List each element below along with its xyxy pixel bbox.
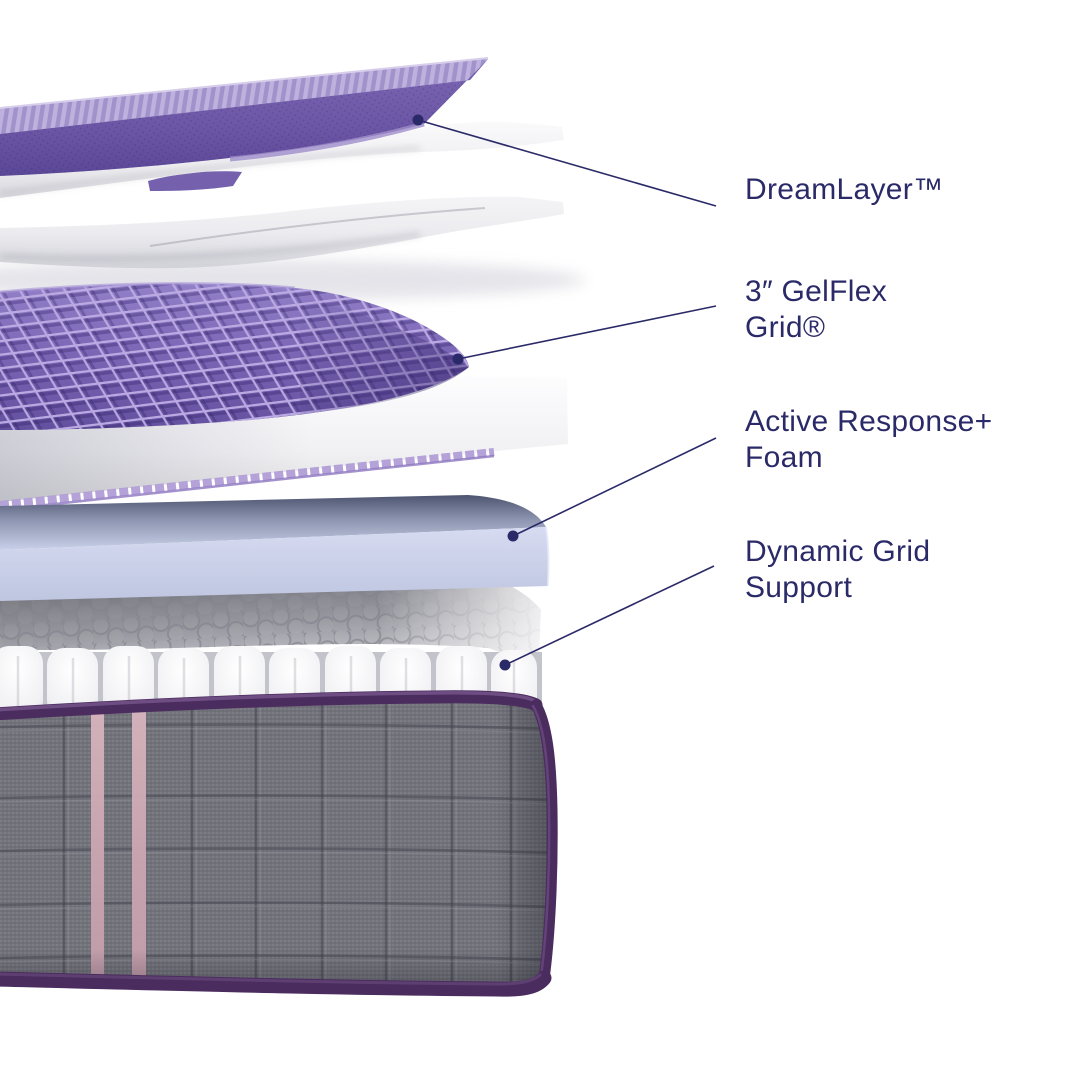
leader-line-dreamlayer [417,119,717,207]
comfort-sheet-lower [0,196,564,269]
callout-dot-gelflex-grid [452,353,464,365]
base-cover [0,690,558,997]
gelflex-fringe [0,448,495,509]
leader-line-dynamic-grid-support [504,565,715,666]
leader-line-active-response-foam [512,437,717,537]
comfort-sheet-upper [0,121,564,198]
gelflex-base-foam [0,373,568,512]
callout-dot-dreamlayer [412,114,424,126]
active-response-foam-layer [0,495,550,601]
gelflex-grid-layer [0,282,469,430]
callout-dot-dynamic-grid-support [499,659,511,671]
pink-stripes [91,700,146,990]
leader-line-gelflex-grid [457,305,717,360]
dreamlayer-layer [0,57,489,176]
piping [0,690,558,997]
dreamlayer-sliver [148,171,242,191]
callout-dot-active-response-foam [507,530,519,542]
